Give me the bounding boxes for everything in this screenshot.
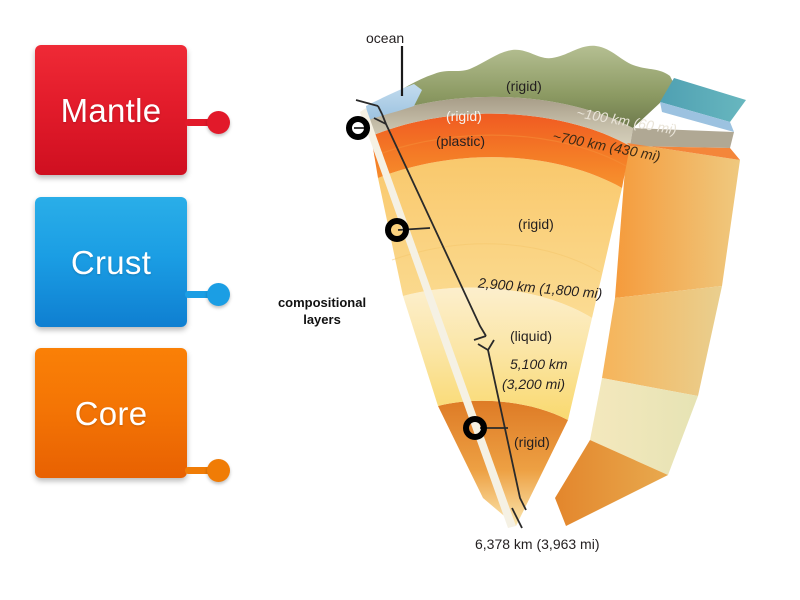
- label-tile-mantle-text: Mantle: [60, 91, 162, 129]
- connector-stem-crust: [185, 291, 213, 298]
- layer-asthenosphere-front: [371, 113, 630, 188]
- connector-knob-crust[interactable]: [207, 283, 230, 306]
- side-face-upper-mantle: [615, 143, 740, 298]
- earth-cutaway-diagram: ocean (rigid) (rigid) (plastic) ~100 km …: [330, 28, 800, 568]
- side-face-lower-mantle: [602, 286, 722, 396]
- layer-ocean-sea-edge: [660, 102, 734, 132]
- side-face-inner-core: [555, 440, 668, 526]
- layer-ocean-sea-top: [660, 78, 746, 122]
- drop-target-mantle[interactable]: [385, 218, 409, 242]
- connector-stem-mantle: [185, 119, 213, 126]
- drop-target-core[interactable]: [463, 416, 487, 440]
- layer-lower-mantle-front: [378, 157, 622, 318]
- connector-knob-mantle[interactable]: [207, 111, 230, 134]
- connector-stem-core: [185, 467, 213, 474]
- caption-line-1: compositional: [277, 295, 367, 310]
- connector-knob-core[interactable]: [207, 459, 230, 482]
- wedge-side-faces: [555, 143, 740, 526]
- drop-target-crust[interactable]: [346, 116, 370, 140]
- label-tile-core-text: Core: [74, 394, 148, 432]
- side-face-outer-core: [590, 378, 698, 475]
- label-tile-crust[interactable]: Crust: [35, 197, 187, 327]
- layer-outer-core-front: [403, 287, 592, 420]
- bottom-tick: [511, 507, 523, 529]
- earth-wedge-svg: [354, 45, 746, 529]
- top-face-asthenosphere: [627, 143, 740, 160]
- top-face-lithosphere: [630, 128, 734, 148]
- layer-surface-terrain: [368, 45, 676, 129]
- label-tile-mantle[interactable]: Mantle: [35, 45, 187, 175]
- compositional-layers-caption: compositional layers: [262, 294, 382, 328]
- label-tile-crust-text: Crust: [70, 243, 152, 281]
- internal-arc-2: [391, 243, 601, 273]
- layer-lithosphere-front: [368, 96, 633, 146]
- caption-line-2: layers: [303, 312, 341, 328]
- internal-arc-1: [373, 134, 627, 167]
- label-tile-core[interactable]: Core: [35, 348, 187, 478]
